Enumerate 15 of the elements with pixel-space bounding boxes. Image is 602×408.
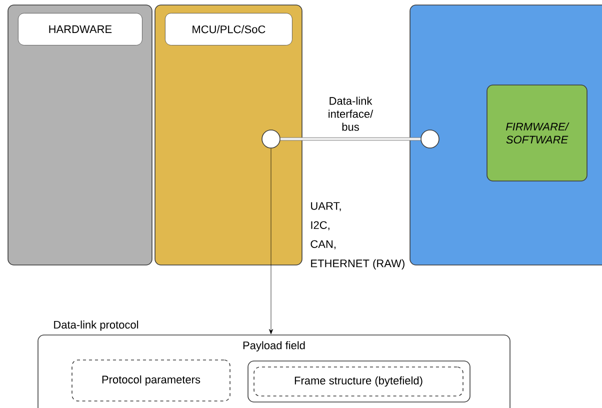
edge-label: Data-link interface/ bus bbox=[328, 96, 374, 131]
mcu-panel: MCU/PLC/SoC bbox=[154, 4, 302, 266]
protocol-label: I2C, bbox=[311, 221, 330, 230]
node-label: Data-link protocol bbox=[54, 320, 138, 331]
protocol-label: UART, bbox=[311, 202, 341, 212]
firmware-box: FIRMWARE/ SOFTWARE bbox=[486, 84, 588, 182]
hardware-panel: HARDWARE bbox=[8, 4, 152, 266]
frame-structure-box: Frame structure (bytefield) bbox=[254, 366, 464, 396]
protocol-label: ETHERNET (RAW) bbox=[311, 259, 404, 270]
protocol-label: CAN, bbox=[310, 240, 336, 250]
port-circle bbox=[262, 130, 280, 148]
bus-line bbox=[280, 137, 421, 141]
port-circle bbox=[420, 130, 440, 148]
arrow bbox=[269, 148, 273, 334]
parameters-box: Protocol parameters bbox=[72, 360, 230, 402]
